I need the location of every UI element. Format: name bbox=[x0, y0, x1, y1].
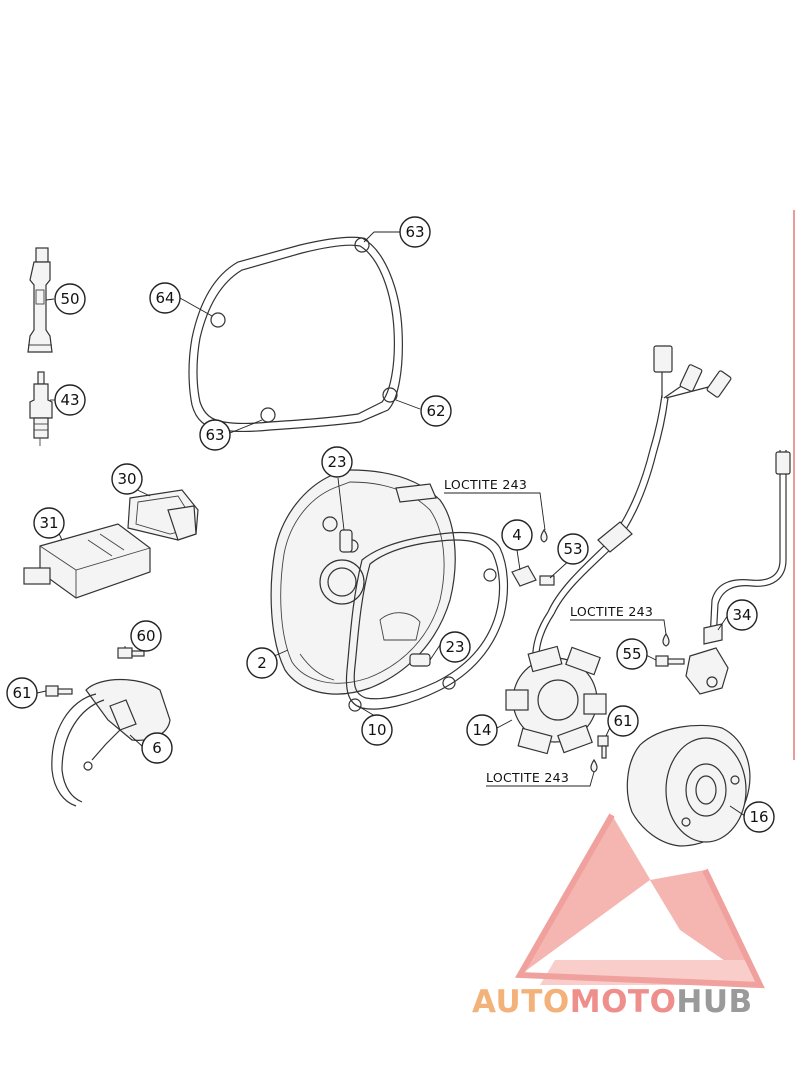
callout-16: 16 bbox=[743, 801, 775, 833]
rubber-boot-30 bbox=[127, 489, 199, 541]
svg-text:55: 55 bbox=[622, 645, 641, 663]
dowel-pin-23b bbox=[409, 653, 431, 667]
svg-text:53: 53 bbox=[563, 540, 582, 558]
svg-text:31: 31 bbox=[39, 514, 58, 532]
callout-4: 4 bbox=[501, 519, 533, 551]
callout-2: 2 bbox=[246, 647, 278, 679]
loctite-drop-c bbox=[590, 758, 598, 773]
loctite-note-c: LOCTITE 243 bbox=[486, 770, 569, 785]
svg-text:61: 61 bbox=[12, 684, 31, 702]
svg-text:61: 61 bbox=[613, 712, 632, 730]
svg-text:4: 4 bbox=[512, 526, 522, 544]
stator-14 bbox=[505, 645, 607, 755]
svg-text:34: 34 bbox=[732, 606, 751, 624]
svg-text:10: 10 bbox=[367, 721, 386, 739]
svg-text:62: 62 bbox=[426, 402, 445, 420]
pickup-sensor-34 bbox=[685, 450, 791, 695]
callout-53: 53 bbox=[557, 533, 589, 565]
svg-text:43: 43 bbox=[60, 391, 79, 409]
svg-text:16: 16 bbox=[749, 808, 768, 826]
callout-23-top: 23 bbox=[321, 446, 353, 478]
screw-53 bbox=[539, 575, 555, 586]
loctite-drop-b bbox=[662, 632, 670, 647]
dowel-pin-23a bbox=[339, 529, 353, 553]
loctite-drop-a bbox=[540, 528, 548, 543]
watermark-part-hub: HUB bbox=[676, 984, 752, 1020]
svg-text:50: 50 bbox=[60, 290, 79, 308]
callout-50: 50 bbox=[54, 283, 86, 315]
svg-text:2: 2 bbox=[257, 654, 267, 672]
watermark-text: AUTOMOTOHUB bbox=[472, 984, 753, 1020]
bolt-61-left bbox=[45, 685, 73, 697]
callout-63-top: 63 bbox=[399, 216, 431, 248]
svg-text:60: 60 bbox=[136, 627, 155, 645]
callout-23-bottom: 23 bbox=[439, 631, 471, 663]
watermark-part-moto: MOTO bbox=[570, 984, 677, 1020]
callout-62: 62 bbox=[420, 395, 452, 427]
flywheel-16 bbox=[626, 724, 751, 847]
watermark-logo bbox=[514, 813, 765, 989]
callout-34: 34 bbox=[726, 599, 758, 631]
svg-text:30: 30 bbox=[117, 470, 136, 488]
svg-text:63: 63 bbox=[205, 426, 224, 444]
svg-text:63: 63 bbox=[405, 223, 424, 241]
callout-63-bottom: 63 bbox=[199, 419, 231, 451]
wiring-harness bbox=[532, 345, 732, 671]
leader-lines bbox=[36, 231, 746, 817]
svg-text:23: 23 bbox=[327, 453, 346, 471]
loctite-note-a: LOCTITE 243 bbox=[444, 477, 527, 492]
loctite-note-b: LOCTITE 243 bbox=[570, 604, 653, 619]
callout-14: 14 bbox=[466, 714, 498, 746]
ignition-cover-2 bbox=[270, 469, 456, 695]
callout-30: 30 bbox=[111, 463, 143, 495]
callout-55: 55 bbox=[616, 638, 648, 670]
spark-plug-43 bbox=[29, 371, 53, 446]
callout-61-stator: 61 bbox=[607, 705, 639, 737]
spark-plug-connector-50 bbox=[27, 247, 53, 353]
callout-61-left: 61 bbox=[6, 677, 38, 709]
svg-text:6: 6 bbox=[152, 739, 162, 757]
callout-10: 10 bbox=[361, 714, 393, 746]
callout-64: 64 bbox=[149, 282, 181, 314]
cdi-unit-31 bbox=[23, 523, 151, 599]
callout-31: 31 bbox=[33, 507, 65, 539]
callout-6: 6 bbox=[141, 732, 173, 764]
ignition-coil-6 bbox=[51, 678, 171, 807]
gasket-64 bbox=[188, 236, 403, 433]
svg-text:23: 23 bbox=[445, 638, 464, 656]
svg-text:64: 64 bbox=[155, 289, 174, 307]
callout-43: 43 bbox=[54, 384, 86, 416]
bolt-55 bbox=[655, 655, 685, 667]
cable-guide-4 bbox=[511, 565, 537, 587]
watermark-part-auto: AUTO bbox=[472, 984, 570, 1020]
svg-text:14: 14 bbox=[472, 721, 491, 739]
callout-60: 60 bbox=[130, 620, 162, 652]
bolt-61-stator bbox=[597, 735, 609, 759]
cover-gasket-10 bbox=[345, 531, 509, 712]
